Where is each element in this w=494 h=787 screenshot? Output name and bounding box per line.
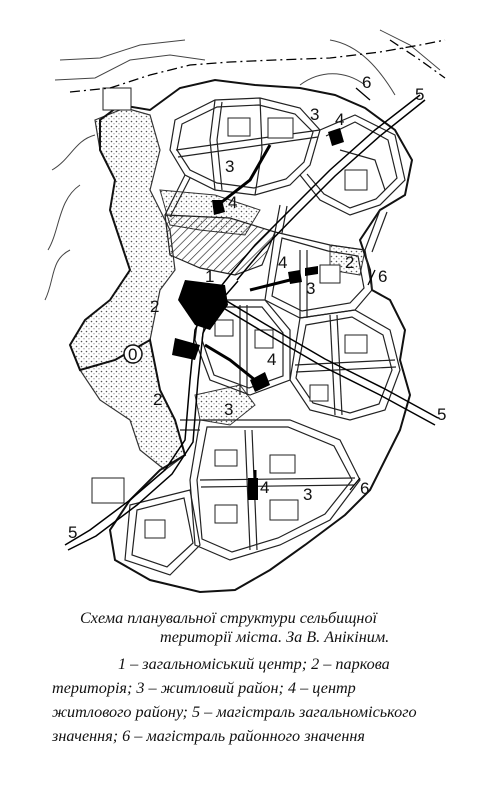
label-3-center: 3 [224, 400, 233, 419]
label-4-northwest: 4 [228, 193, 237, 212]
caption-line-2: території міста. За В. Анікіним. [160, 628, 390, 646]
caption-line-4: територія; 3 – житловий район; 4 – центр [52, 679, 356, 697]
citywide-highways [64, 94, 439, 551]
roundabout [123, 344, 143, 364]
label-4-center: 4 [267, 350, 276, 369]
building-blocks [91, 87, 368, 539]
label-5-northeast: 5 [415, 85, 424, 104]
figure-caption: Схема планувальної структури сельбищної … [0, 605, 494, 785]
city-outline [68, 78, 414, 594]
label-6-south: 6 [360, 479, 369, 498]
city-plan-map: 1 2 2 2 0 3 3 3 3 3 4 4 4 4 4 5 5 5 6 6 … [44, 29, 446, 594]
street-network [124, 97, 406, 576]
label-6-east: 6 [378, 267, 387, 286]
label-5-southwest: 5 [68, 523, 77, 542]
label-6-north: 6 [362, 73, 371, 92]
railway-north [389, 39, 446, 79]
caption-line-5: житлового району; 5 – магістраль загальн… [52, 703, 417, 721]
caption-line-1: Схема планувальної структури сельбищної [80, 609, 378, 627]
label-4-north: 4 [335, 110, 344, 129]
contour-lines [44, 29, 441, 301]
label-2-west: 2 [150, 297, 159, 316]
label-5-east: 5 [437, 405, 446, 424]
label-3-north: 3 [310, 105, 319, 124]
map-labels: 1 2 2 2 0 3 3 3 3 3 4 4 4 4 4 5 5 5 6 6 … [68, 73, 446, 542]
caption-line-3: 1 – загальноміський центр; 2 – паркова [118, 655, 390, 673]
label-2-east: 2 [345, 253, 354, 272]
label-4-south: 4 [260, 478, 269, 497]
district-centers [248, 128, 344, 500]
railway [69, 39, 446, 93]
city-center-hatched-area [164, 214, 276, 276]
district-highways [349, 87, 376, 491]
label-2-southwest: 2 [153, 390, 162, 409]
label-4-east: 4 [278, 253, 287, 272]
label-1: 1 [205, 267, 214, 286]
label-3-northwest: 3 [225, 157, 234, 176]
label-3-south: 3 [303, 485, 312, 504]
district-center-axes [204, 144, 291, 500]
label-3-east: 3 [306, 279, 315, 298]
caption-line-6: значення; 6 – магістраль районного значе… [52, 727, 365, 745]
label-0: 0 [128, 345, 137, 364]
